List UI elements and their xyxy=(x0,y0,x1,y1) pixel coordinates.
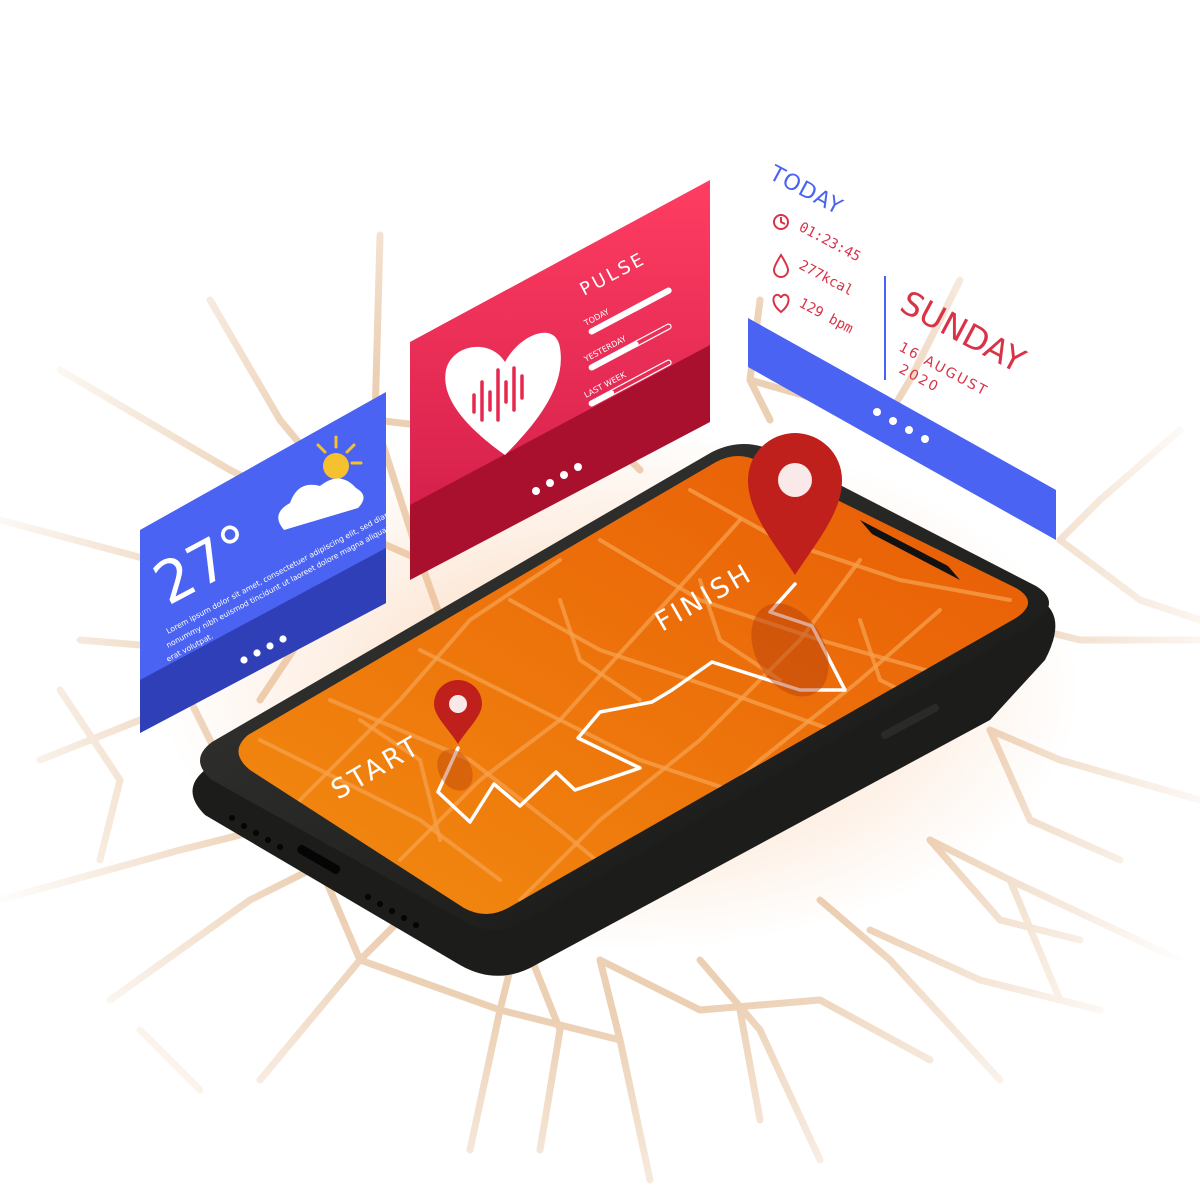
cloud-sun-icon xyxy=(278,435,364,530)
screen-street-map xyxy=(258,488,1012,902)
calories-burned: 277kcal xyxy=(796,257,856,299)
speaker-grille xyxy=(229,815,419,928)
start-pin[interactable] xyxy=(434,680,482,744)
today-pager-dots[interactable] xyxy=(873,408,929,443)
pulse-pager-dots[interactable] xyxy=(532,463,582,495)
today-card-footer xyxy=(748,318,1056,540)
finish-pin-shadow xyxy=(751,603,829,697)
route-line xyxy=(436,582,847,824)
heart-icon xyxy=(772,293,790,314)
charging-port xyxy=(297,845,341,874)
pulse-card-footer xyxy=(410,345,710,580)
pulse-bar-fill xyxy=(589,288,672,334)
today-title: TODAY xyxy=(764,161,846,221)
heart-pulse-icon xyxy=(445,332,561,455)
side-button xyxy=(881,704,939,739)
phone-screen xyxy=(238,456,1028,914)
heart-rate: 129 bpm xyxy=(796,295,856,337)
finish-pin[interactable] xyxy=(748,433,842,575)
weather-card-footer xyxy=(140,548,386,733)
drop-icon xyxy=(772,253,790,278)
start-pin-shadow xyxy=(437,749,473,791)
pulse-bar-fill xyxy=(589,341,639,370)
pulse-bar-fill xyxy=(589,390,615,406)
weather-pager-dots[interactable] xyxy=(240,635,287,664)
phone-notch xyxy=(860,520,960,580)
clock-icon xyxy=(773,214,789,230)
